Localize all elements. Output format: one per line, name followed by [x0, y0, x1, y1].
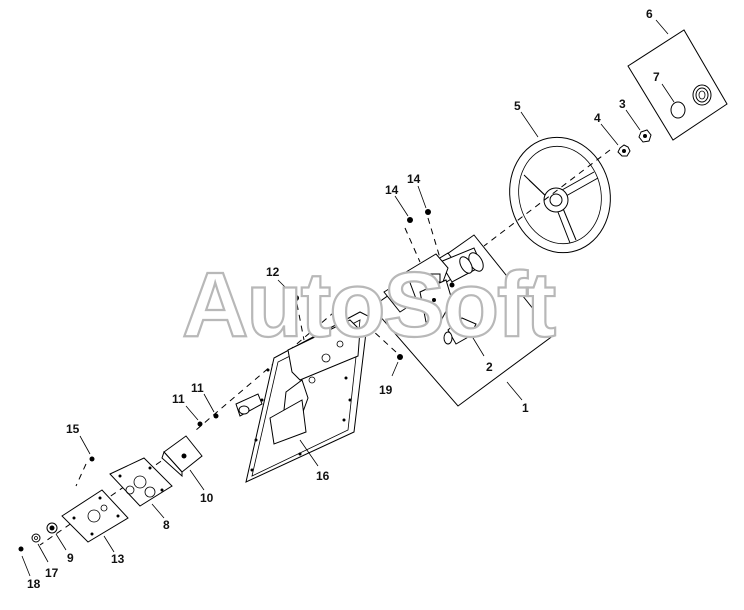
watermark-text: AutoSoft — [182, 254, 556, 356]
horn-emblem — [692, 84, 712, 106]
callout-3: 3 — [619, 97, 626, 111]
assembly-axis-line-2 — [195, 289, 361, 431]
part-18-screw — [18, 546, 31, 577]
callout-12: 12 — [266, 265, 280, 279]
callout-19: 19 — [379, 383, 393, 397]
callout-7: 7 — [653, 70, 660, 84]
callout-15: 15 — [66, 422, 80, 436]
callout-11b: 11 — [191, 381, 204, 395]
callout-16: 16 — [316, 469, 330, 483]
part-9-nut — [46, 522, 67, 551]
part-4-lock-washer — [600, 123, 631, 157]
part-12-screw — [277, 279, 305, 341]
callout-14a: 14 — [385, 183, 399, 197]
steering-column — [383, 247, 484, 331]
callout-18: 18 — [27, 577, 41, 591]
callout-2: 2 — [486, 360, 493, 374]
part-15-screw — [75, 435, 95, 487]
callout-11a: 11 — [172, 392, 185, 406]
part-6-kit-box — [627, 19, 728, 141]
callout-8: 8 — [163, 518, 170, 532]
part-16-mounting-plate — [245, 311, 369, 483]
callout-14b: 14 — [407, 172, 421, 186]
part-10-module — [161, 435, 205, 491]
callout-17: 17 — [45, 566, 59, 580]
part-5-steering-wheel — [509, 111, 611, 254]
part-17-washer — [31, 533, 49, 563]
part-7-horn-button — [661, 83, 686, 119]
callout-6: 6 — [646, 7, 653, 21]
assembly-axis-line — [483, 149, 611, 247]
callout-13: 13 — [111, 552, 125, 566]
callout-1: 1 — [522, 401, 529, 415]
callout-5: 5 — [514, 99, 521, 113]
plate-bracket — [235, 393, 263, 417]
part-3-nut — [625, 109, 652, 143]
callout-4: 4 — [594, 111, 601, 125]
callout-10: 10 — [200, 491, 214, 505]
part-14-bolts — [394, 185, 441, 263]
part-2-turn-signal-lever — [443, 317, 485, 357]
part-13-plate — [61, 489, 129, 553]
part-8-plate — [109, 457, 173, 519]
part-19-bolt — [371, 329, 403, 377]
callout-9: 9 — [67, 551, 74, 565]
part-11-screws — [185, 393, 219, 427]
